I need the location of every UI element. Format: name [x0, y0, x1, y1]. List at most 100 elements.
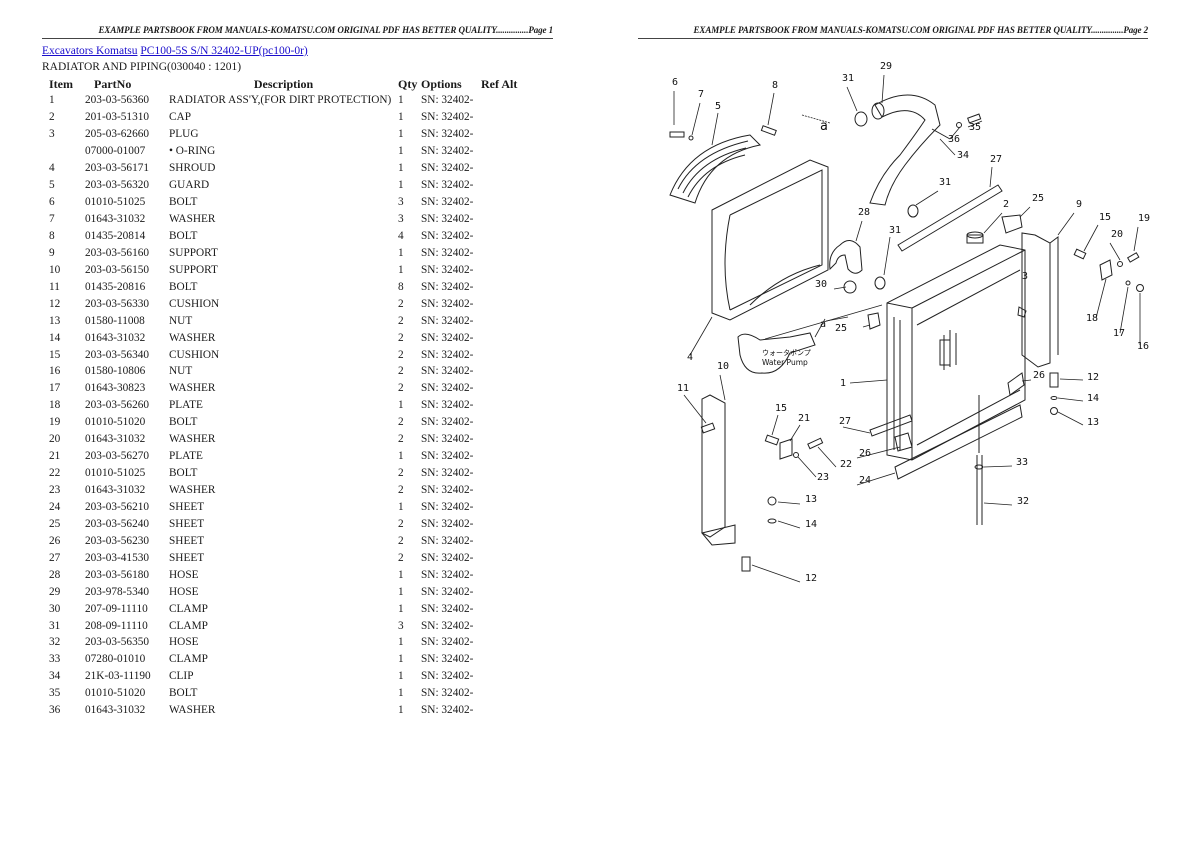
callout-label: 31	[842, 73, 854, 84]
row-refalt	[481, 583, 531, 600]
row-qty: 2	[398, 382, 404, 395]
row-partno: 07280-01010	[85, 653, 146, 666]
row-refalt	[481, 143, 531, 160]
row-refalt	[481, 617, 531, 634]
row-qty: 1	[398, 653, 404, 666]
row-refalt	[481, 702, 531, 719]
row-item: 34	[49, 670, 61, 683]
row-item: 32	[49, 636, 61, 649]
row-options: SN: 32402-	[421, 619, 474, 632]
row-item: 2	[49, 111, 55, 124]
row-options: SN: 32402-	[421, 145, 474, 158]
row-description: SHROUD	[169, 162, 216, 175]
row-description: WASHER	[169, 484, 216, 497]
row-description: SUPPORT	[169, 263, 218, 276]
row-options: SN: 32402-	[421, 213, 474, 226]
callout-label: 34	[957, 150, 969, 161]
header-qty: Qty	[398, 76, 418, 91]
row-refalt	[481, 261, 531, 278]
row-description: PLATE	[169, 450, 203, 463]
row-partno: 203-03-56260	[85, 399, 150, 412]
row-refalt	[481, 329, 531, 346]
row-options: SN: 32402-	[421, 246, 474, 259]
row-refalt	[481, 634, 531, 651]
row-qty: 1	[398, 179, 404, 192]
row-item: 20	[49, 433, 61, 446]
row-refalt	[481, 109, 531, 126]
breadcrumb-model-link[interactable]: PC100-5S S/N 32402-UP(pc100-0r)	[140, 45, 308, 57]
row-item: 8	[49, 229, 55, 242]
row-description: SHEET	[169, 500, 205, 513]
row-description: NUT	[169, 314, 193, 327]
row-partno: 01643-31032	[85, 331, 146, 344]
row-description: CLAMP	[169, 653, 208, 666]
row-partno: 203-03-56171	[85, 162, 150, 175]
row-item: 4	[49, 162, 55, 175]
row-refalt	[481, 448, 531, 465]
row-qty: 1	[398, 602, 404, 615]
breadcrumb-category-link[interactable]: Excavators Komatsu	[42, 45, 138, 57]
row-description: HOSE	[169, 585, 199, 598]
row-options: SN: 32402-	[421, 484, 474, 497]
parts-table: Item PartNo Description Qty Options Ref …	[42, 76, 531, 719]
row-item: 25	[49, 517, 61, 530]
row-item: 6	[49, 196, 55, 209]
row-partno: 203-03-56240	[85, 517, 150, 530]
row-partno: 201-03-51310	[85, 111, 150, 124]
ref-marker-a: a	[820, 119, 828, 134]
row-refalt	[481, 92, 531, 109]
row-refalt	[481, 380, 531, 397]
water-pump-label-jp: ウォータポンプ	[762, 348, 811, 357]
row-qty: 1	[398, 687, 404, 700]
row-partno: 203-03-41530	[85, 551, 150, 564]
row-item: 13	[49, 314, 61, 327]
row-description: WASHER	[169, 433, 216, 446]
callout-label: 13	[1087, 417, 1099, 428]
row-description: CLAMP	[169, 602, 208, 615]
row-refalt	[481, 211, 531, 228]
callout-label: 2	[1003, 199, 1009, 210]
row-partno: 01435-20816	[85, 280, 146, 293]
row-partno: 203-03-56150	[85, 263, 150, 276]
callout-label: 23	[817, 472, 829, 483]
row-options: SN: 32402-	[421, 111, 474, 124]
callout-label: 27	[839, 416, 851, 427]
row-qty: 2	[398, 348, 404, 361]
row-qty: 2	[398, 517, 404, 530]
row-options: SN: 32402-	[421, 280, 474, 293]
row-item: 11	[49, 280, 60, 293]
row-item: 23	[49, 484, 61, 497]
row-refalt	[481, 177, 531, 194]
row-partno: 01643-31032	[85, 433, 146, 446]
row-refalt	[481, 482, 531, 499]
row-refalt	[481, 278, 531, 295]
row-refalt	[481, 600, 531, 617]
row-options: SN: 32402-	[421, 568, 474, 581]
row-qty: 1	[398, 145, 404, 158]
row-refalt	[481, 346, 531, 363]
row-options: SN: 32402-	[421, 162, 474, 175]
row-partno: 203-03-56160	[85, 246, 150, 259]
row-refalt	[481, 126, 531, 143]
row-item: 15	[49, 348, 61, 361]
row-partno: 203-03-56320	[85, 179, 150, 192]
callout-label: 26	[859, 448, 871, 459]
row-item: 26	[49, 534, 61, 547]
callout-label: 21	[798, 413, 810, 424]
callout-label: 11	[677, 383, 689, 394]
row-options: SN: 32402-	[421, 636, 474, 649]
callout-label: 16	[1137, 341, 1149, 352]
row-options: SN: 32402-	[421, 263, 474, 276]
row-item: 14	[49, 331, 61, 344]
row-refalt	[481, 414, 531, 431]
row-qty: 8	[398, 280, 404, 293]
row-item: 7	[49, 213, 55, 226]
row-qty: 3	[398, 196, 404, 209]
row-qty: 1	[398, 94, 404, 107]
